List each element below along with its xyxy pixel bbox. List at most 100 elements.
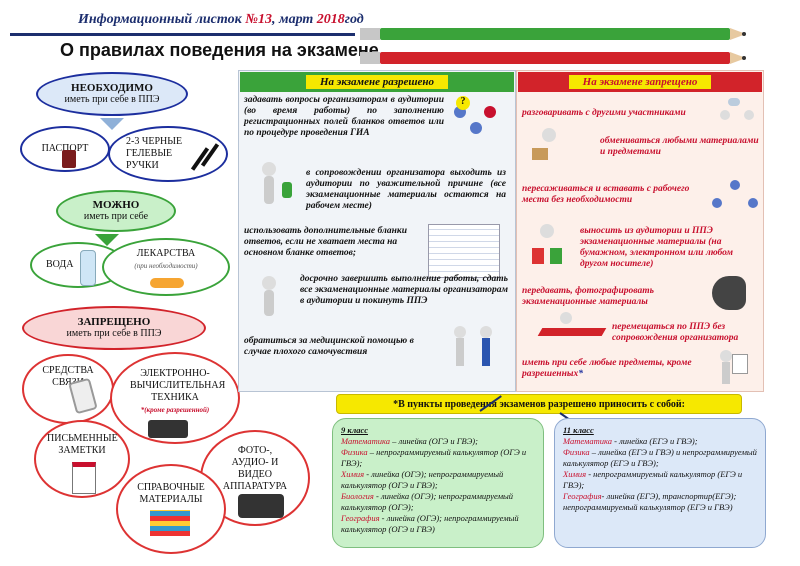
bring-heading: *В пункты проведения экзаменов разрешено…	[393, 398, 685, 410]
forbidden-heading: На экзамене запрещено	[568, 75, 712, 89]
meeting-figures-icon: ?	[448, 96, 504, 140]
grade11-box: 11 класс Математика - линейка (ЕГЭ и ГВЭ…	[554, 418, 766, 548]
may-title: МОЖНО	[92, 199, 140, 211]
arrow-down-icon	[100, 118, 124, 130]
grade9-line: Химия - линейка (ОГЭ); непрограммируемый…	[341, 469, 535, 491]
notes-label: ПИСЬМЕННЫЕ ЗАМЕТКИ	[47, 433, 118, 456]
grade9-subject: Физика	[341, 447, 368, 457]
grade11-line: География- линейка (ЕГЭ), транспортир(ЕГ…	[563, 491, 757, 513]
grade9-text: – непрограммируемый калькулятор (ОГЭ и Г…	[341, 447, 527, 468]
notepad-icon	[72, 462, 96, 494]
allowed-item-3: использовать дополнительные бланки ответ…	[244, 226, 407, 258]
arrow-down-icon	[95, 234, 119, 246]
grade11-text: - непрограммируемый калькулятор (ЕГЭ и Г…	[563, 469, 743, 490]
calculator-icon	[148, 420, 188, 438]
grade9-subject: Биология	[341, 491, 374, 501]
forbidden-item-7: иметь при себе любые предметы, кроме раз…	[522, 358, 692, 379]
leaflet-suffix: год	[344, 12, 364, 27]
red-path-figure-icon	[536, 312, 607, 340]
allowed-heading: На экзамене разрешено	[305, 75, 449, 89]
grade9-line: Математика – линейка (ОГЭ и ГВЭ);	[341, 436, 535, 447]
allowed-item-5: обратиться за медицинской помощью в случ…	[244, 336, 414, 357]
grade11-text: - линейка (ЕГЭ и ГВЭ);	[612, 436, 698, 446]
leaflet-prefix: Информационный листок	[78, 12, 246, 27]
grade11-text: - линейка (ЕГЭ), транспортир(ЕГЭ); непро…	[563, 491, 737, 512]
allowed-heading-bar: На экзамене разрешено	[240, 72, 514, 92]
grade11-line: Химия - непрограммируемый калькулятор (Е…	[563, 469, 757, 491]
forbidden-item-7-wrap: иметь при себе любые предметы, кроме раз…	[522, 358, 702, 380]
figure-icon	[250, 276, 290, 320]
water-oval: ВОДА	[30, 242, 126, 288]
allowed-item-1: задавать вопросы организаторам в аудитор…	[244, 95, 444, 138]
photo-label: ФОТО-, АУДИО- И ВИДЕО АППАРАТУРА	[222, 445, 288, 492]
allowed-item-4: досрочно завершить выполнение работы, сд…	[300, 274, 508, 306]
comm-label: СРЕДСТВА СВЯЗИ	[42, 365, 94, 388]
need-subtitle: иметь при себе в ППЭ	[64, 94, 160, 105]
forbidden-item-6: перемещаться по ППЭ без сопровождения ор…	[612, 322, 739, 343]
shopping-figure-icon	[528, 224, 570, 270]
passport-icon	[62, 150, 76, 168]
pencil-eraser	[360, 28, 380, 40]
green-pencil-icon	[380, 28, 746, 40]
comm-circle: СРЕДСТВА СВЯЗИ	[22, 354, 114, 424]
grade9-text: - линейка (ОГЭ); непрограммируемый кальк…	[341, 513, 519, 534]
grade11-subject: Физика	[563, 447, 590, 457]
answer-sheets-icon	[428, 224, 500, 278]
calc-note: *(кроме разрешенной)	[140, 406, 210, 414]
leaflet-number: №13	[245, 12, 272, 27]
grade9-line: География - линейка (ОГЭ); непрограммиру…	[341, 513, 535, 535]
may-subtitle: иметь при себе	[83, 211, 149, 222]
forbidden-title: ЗАПРЕЩЕНО	[77, 316, 151, 328]
grade9-box: 9 класс Математика – линейка (ОГЭ и ГВЭ)…	[332, 418, 544, 548]
exchanging-figure-icon	[526, 128, 576, 170]
grade11-subject: География	[563, 491, 602, 501]
pencil-eraser	[360, 52, 380, 64]
leaflet-year: 2018	[316, 12, 345, 27]
network-figures-icon	[712, 180, 758, 214]
water-label: ВОДА	[46, 259, 74, 270]
medical-figures-icon	[448, 322, 504, 376]
grade9-subject: География	[341, 513, 380, 523]
reference-circle: СПРАВОЧНЫЕ МАТЕРИАЛЫ	[116, 464, 226, 554]
passport-label: ПАСПОРТ	[41, 143, 89, 154]
grade11-text: – линейка (ЕГЭ и ГВЭ) и непрограммируемы…	[563, 447, 757, 468]
page-title: О правилах поведения на экзамене	[60, 40, 379, 60]
calc-label: ЭЛЕКТРОННО-ВЫЧИСЛИТЕЛЬНАЯ ТЕХНИКА	[130, 368, 226, 403]
camera-icon	[238, 494, 284, 518]
red-pencil-icon	[380, 52, 746, 64]
calc-circle: ЭЛЕКТРОННО-ВЫЧИСЛИТЕЛЬНАЯ ТЕХНИКА *(кроме…	[110, 352, 240, 444]
forbidden-star: *	[578, 369, 583, 379]
bring-heading-bar: *В пункты проведения экзаменов разрешено…	[336, 394, 742, 414]
forbidden-panel	[516, 70, 764, 392]
leaflet-header: Информационный листок №13, март 2018год	[78, 12, 364, 28]
forbidden-item-5: передавать, фотографировать экзаменацион…	[522, 286, 654, 307]
grade9-title: 9 класс	[341, 425, 369, 435]
grade11-title: 11 класс	[563, 425, 594, 435]
forbidden-item-2: обмениваться любыми материалами и предме…	[600, 136, 759, 157]
grade9-subject: Математика	[341, 436, 390, 446]
pens-label: 2-3 ЧЕРНЫЕ ГЕЛЕВЫЕ РУЧКИ	[126, 136, 183, 171]
pens-oval: 2-3 ЧЕРНЫЕ ГЕЛЕВЫЕ РУЧКИ	[108, 126, 228, 182]
walking-figure-icon	[252, 162, 296, 212]
grade11-subject: Химия	[563, 469, 587, 479]
allowed-item-2: в сопровождении организатора выходить из…	[306, 168, 506, 211]
forbidden-item-3: пересаживаться и вставать с рабочего мес…	[522, 184, 690, 205]
grade9-line: Биология - линейка (ОГЭ); непрограммируе…	[341, 491, 535, 513]
medicine-label: ЛЕКАРСТВА	[136, 248, 196, 259]
grade9-text: - линейка (ОГЭ); непрограммируемый кальк…	[341, 469, 504, 490]
medicine-note: (при необходимости)	[134, 262, 198, 270]
grade9-line: Физика – непрограммируемый калькулятор (…	[341, 447, 535, 469]
grade11-line: Физика – линейка (ЕГЭ и ГВЭ) и непрограм…	[563, 447, 757, 469]
forbidden-item-4: выносить из аудитории и ППЭ экзаменацион…	[580, 226, 734, 269]
grade11-line: Математика - линейка (ЕГЭ и ГВЭ);	[563, 436, 757, 447]
water-bottle-icon	[80, 250, 96, 286]
reference-label: СПРАВОЧНЫЕ МАТЕРИАЛЫ	[137, 482, 205, 505]
pills-icon	[150, 278, 184, 288]
grade9-text: - линейка (ОГЭ); непрограммируемый кальк…	[341, 491, 514, 512]
figure-with-board-icon	[706, 350, 748, 386]
talking-figures-icon	[718, 98, 758, 132]
camera-figure-icon	[712, 276, 746, 310]
